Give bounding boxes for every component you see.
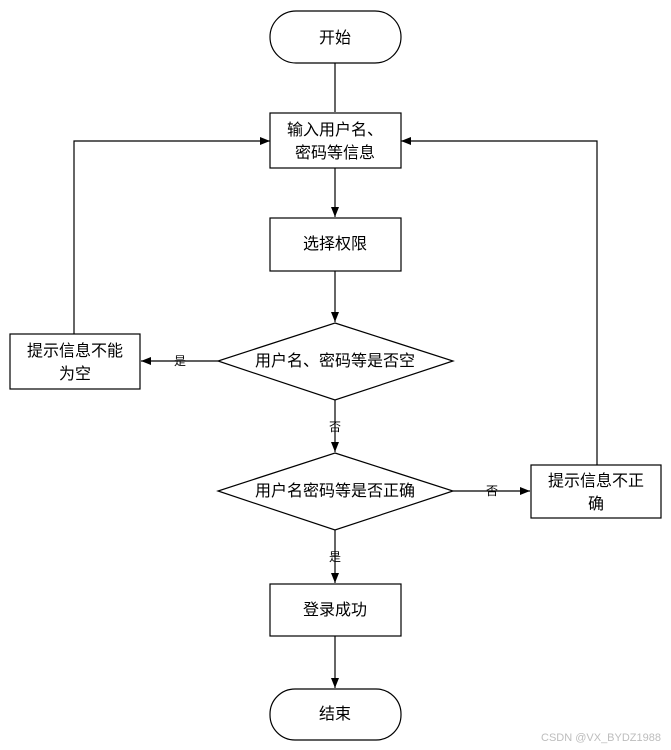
check-correct-label: 用户名密码等是否正确 [255, 481, 415, 500]
edge-label-correct-yes: 是 [329, 550, 341, 564]
edge-label-empty-yes: 是 [174, 354, 186, 368]
check-empty-decision [216, 322, 455, 401]
empty-message-line2: 为空 [59, 364, 91, 383]
end-label: 结束 [319, 704, 351, 723]
incorrect-message-line2: 确 [588, 494, 604, 513]
select-permission-label: 选择权限 [303, 234, 367, 253]
start-terminal [269, 10, 402, 64]
watermark: CSDN @VX_BYDZ1988 [541, 732, 661, 744]
empty-message-box [9, 333, 141, 390]
start-label: 开始 [319, 28, 351, 47]
input-credentials-box [269, 112, 402, 169]
edge-label-empty-no: 否 [329, 420, 341, 434]
edge-incorrect-msg-back-to-input [401, 137, 598, 465]
incorrect-message-line1: 提示信息不正 [548, 471, 644, 490]
login-success-label: 登录成功 [303, 600, 367, 619]
edge-label-correct-no: 否 [486, 484, 498, 498]
select-permission-box [269, 217, 402, 272]
end-terminal [269, 688, 402, 741]
input-label-line2: 密码等信息 [295, 143, 375, 162]
login-success-box [269, 583, 402, 637]
edge-empty-msg-back-to-input [73, 137, 270, 334]
check-correct-decision [216, 452, 455, 531]
input-label-line1: 输入用户名、 [287, 120, 383, 139]
check-empty-label: 用户名、密码等是否空 [255, 351, 415, 370]
empty-message-line1: 提示信息不能 [27, 341, 123, 360]
incorrect-message-box [530, 464, 662, 519]
